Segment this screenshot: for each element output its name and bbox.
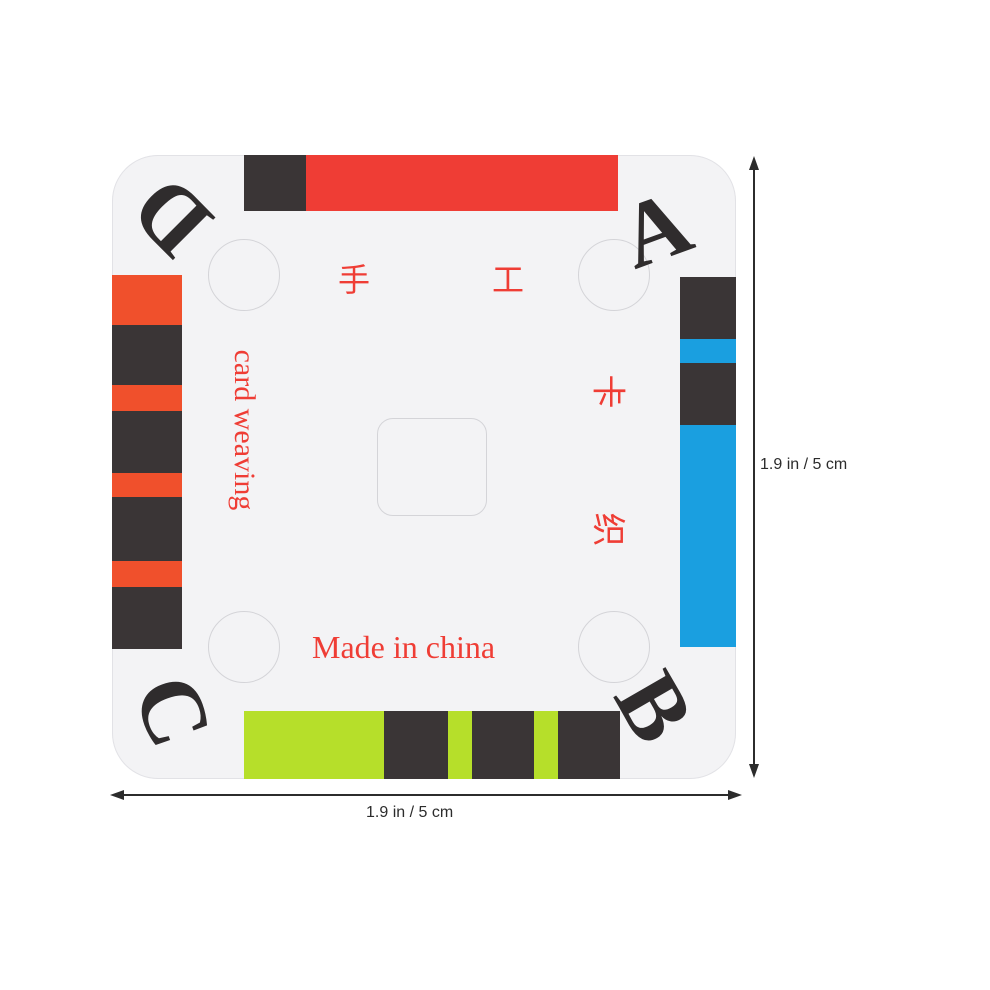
bottom-stripe-dark-1 (384, 711, 448, 779)
right-stripe-dark-2 (680, 363, 736, 425)
left-stripe-dark-2 (112, 411, 182, 473)
bottom-stripe-lime-1 (244, 711, 384, 779)
made-in-china-label: Made in china (312, 629, 496, 665)
left-stripe-orange-1 (112, 275, 182, 325)
right-stripe-blue-1 (680, 339, 736, 363)
side-char-2: 织 (588, 512, 626, 547)
left-stripe-orange-2 (112, 385, 182, 411)
side-char-1: 卡 (588, 374, 626, 409)
top-dark-stripe (244, 155, 306, 211)
width-label: 1.9 in / 5 cm (366, 804, 454, 821)
height-arrow-line (753, 162, 755, 770)
right-stripe-dark-1 (680, 277, 736, 339)
center-square-hole (377, 418, 487, 516)
hole-bottom-left (208, 611, 280, 683)
hole-top-right (578, 239, 650, 311)
height-label: 1.9 in / 5 cm (760, 456, 848, 473)
width-arrow-left-icon (110, 790, 124, 800)
left-stripe-orange-3 (112, 473, 182, 497)
width-arrow-right-icon (728, 790, 742, 800)
left-stripe-orange-4 (112, 561, 182, 587)
hole-top-left (208, 239, 280, 311)
left-stripe-dark-4 (112, 587, 182, 649)
left-stripe-dark-3 (112, 497, 182, 561)
title-char-1: 手 (338, 262, 371, 298)
width-arrow-line (118, 794, 734, 796)
hole-bottom-right (578, 611, 650, 683)
card-weaving-label: card weaving (228, 349, 261, 511)
top-red-stripe (306, 155, 618, 211)
title-char-2: 工 (492, 262, 525, 298)
bottom-stripe-dark-3 (558, 711, 620, 779)
weaving-card: D A B C 手 工 卡 织 card weaving Made in chi… (112, 155, 736, 779)
left-stripe-dark-1 (112, 325, 182, 385)
corner-letter-c: C (113, 662, 233, 760)
bottom-stripe-lime-3 (534, 711, 558, 779)
bottom-stripe-lime-2 (448, 711, 472, 779)
height-arrow-top-icon (749, 156, 759, 170)
right-stripe-blue-2 (680, 425, 736, 647)
bottom-stripe-dark-2 (472, 711, 534, 779)
height-arrow-bottom-icon (749, 764, 759, 778)
corner-letter-d: D (112, 157, 231, 277)
